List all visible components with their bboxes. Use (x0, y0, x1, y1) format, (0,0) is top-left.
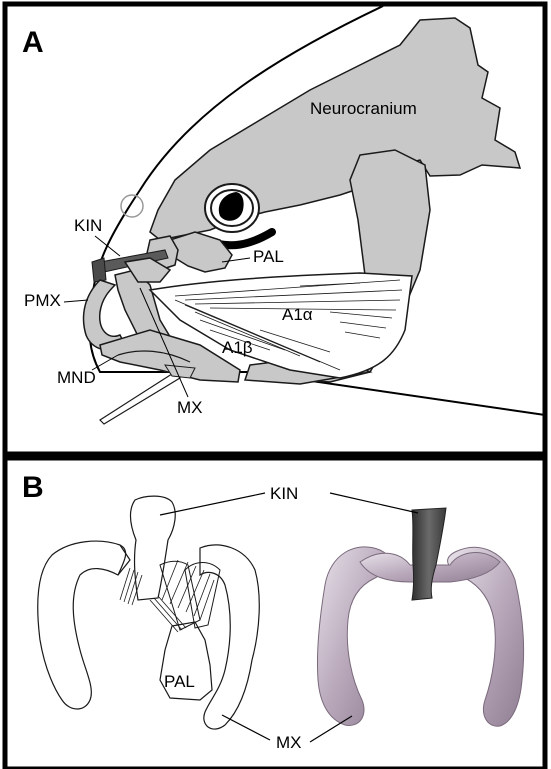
palatine (170, 232, 232, 272)
leader-kin-a (95, 236, 120, 256)
label-mx-a: MX (177, 398, 203, 417)
kin-render (412, 508, 446, 600)
label-kin-a: KIN (74, 216, 102, 235)
leader-pmx (64, 300, 88, 302)
panel-b-letter: B (22, 471, 44, 504)
panel-b-frame (5, 458, 545, 769)
label-pal-a: PAL (253, 247, 284, 266)
kinethmoid-head (92, 258, 106, 282)
leader-mx-b-left (222, 715, 270, 740)
label-a1-alpha: A1α (282, 305, 313, 324)
panel-a: A (5, 4, 545, 454)
label-neurocranium: Neurocranium (310, 99, 417, 118)
line-drawing (38, 496, 260, 729)
right-maxilla-drawing (200, 545, 259, 729)
leader-mx-b-right (310, 716, 352, 742)
label-kin-b: KIN (270, 484, 298, 503)
label-a1-beta: A1β (222, 338, 253, 357)
label-pmx: PMX (24, 291, 61, 310)
rendered-model (317, 508, 523, 726)
barbel (100, 372, 180, 424)
nostril (121, 195, 143, 217)
left-maxilla-drawing (38, 541, 130, 709)
label-mnd: MND (57, 368, 96, 387)
label-mx-b: MX (276, 733, 302, 752)
leader-kin-b-left (160, 493, 265, 515)
leader-kin-b-right (330, 493, 418, 513)
label-pal-b: PAL (164, 672, 195, 691)
panel-b: B (5, 458, 545, 769)
panel-a-letter: A (22, 26, 44, 59)
